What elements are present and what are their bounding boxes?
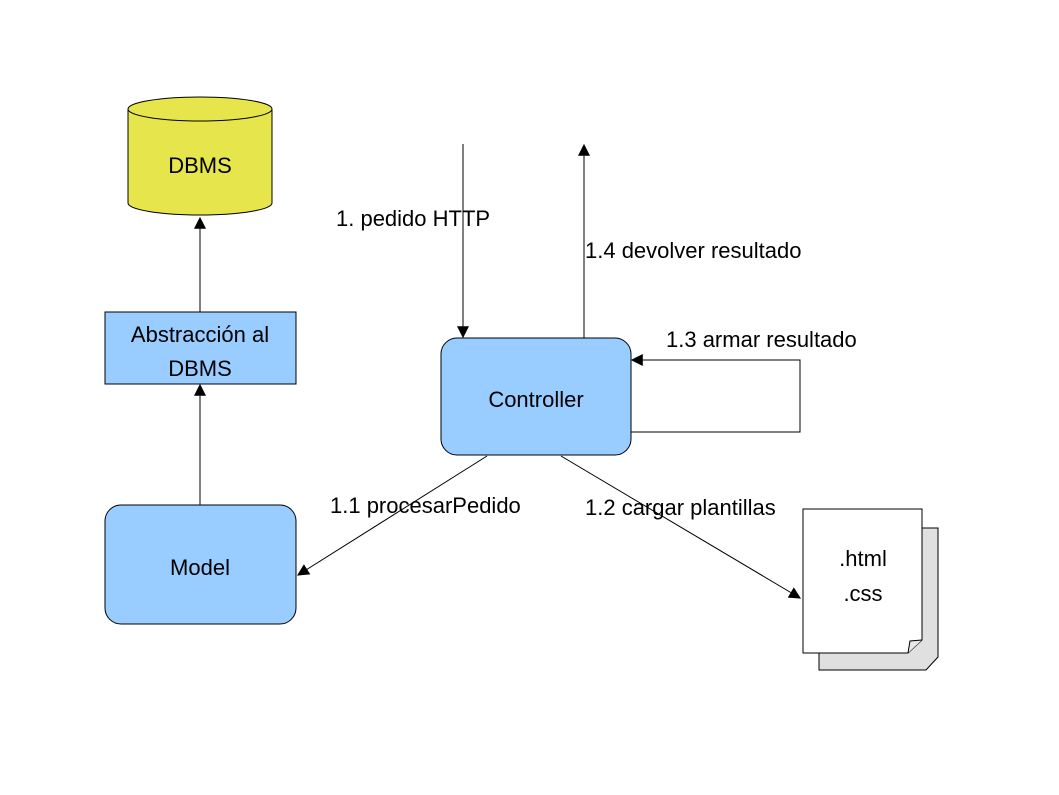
edge-process-request: [296, 455, 488, 576]
templates-label-css: .css: [843, 581, 882, 606]
edge-label-load-templates: 1.2 cargar plantillas: [585, 495, 776, 520]
templates-page-fold: [907, 639, 923, 654]
abstraction-label-line1: Abstracción al: [131, 322, 269, 347]
controller-label: Controller: [488, 387, 583, 412]
abstraction-node: Abstracción al DBMS: [104, 311, 297, 385]
edge-label-http-request: 1. pedido HTTP: [336, 206, 490, 231]
templates-document-node: .html .css: [802, 508, 939, 671]
controller-box: [440, 337, 632, 456]
abstraction-label-line2: DBMS: [168, 356, 232, 381]
edge-load-templates: [560, 455, 802, 599]
dbms-cylinder-body: [127, 109, 273, 216]
edge-label-return-result: 1.4 devolver resultado: [585, 238, 801, 263]
edge-label-process-request: 1.1 procesarPedido: [330, 493, 521, 518]
edge-build-result-loop: [630, 354, 801, 433]
dbms-cylinder-top: [127, 96, 273, 122]
dbms-label: DBMS: [168, 153, 232, 178]
model-node: Model: [104, 504, 297, 625]
edge-label-build-result: 1.3 armar resultado: [666, 327, 857, 352]
dbms-database-node: DBMS: [127, 96, 273, 216]
templates-label-html: .html: [839, 546, 887, 571]
model-label: Model: [170, 555, 230, 580]
abstraction-box: [104, 311, 297, 385]
controller-node: Controller: [440, 337, 632, 456]
